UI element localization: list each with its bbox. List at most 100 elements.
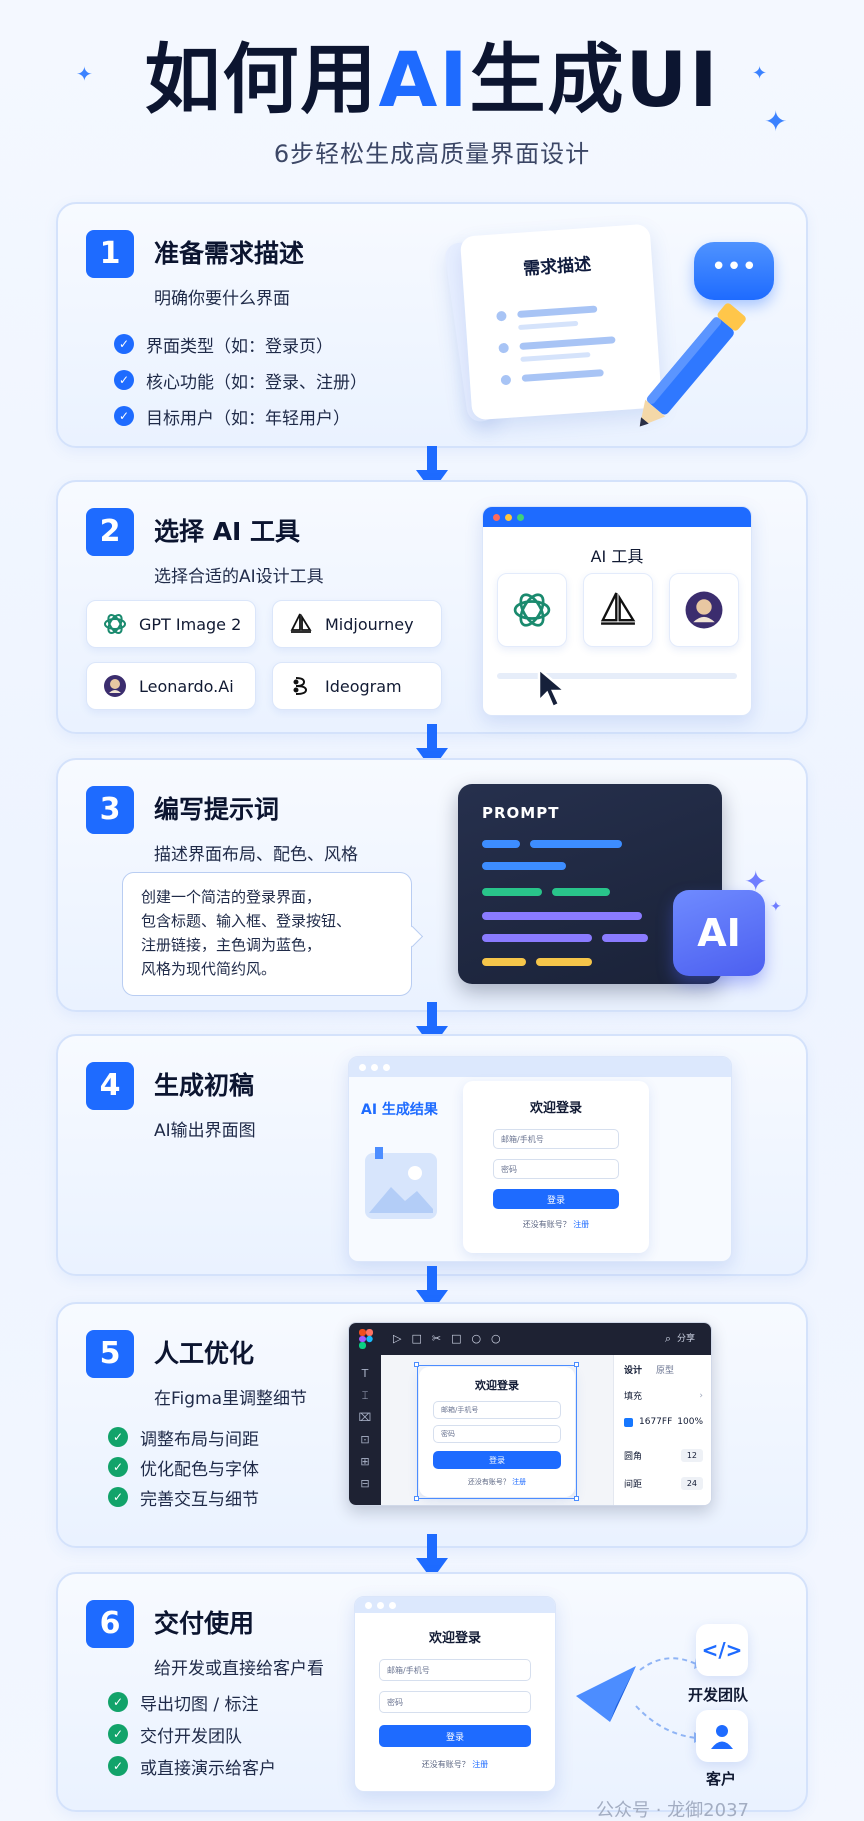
resize-handle[interactable] [574,1496,579,1501]
resize-handle[interactable] [414,1496,419,1501]
login-title: 欢迎登录 [428,1631,481,1646]
prompt-line: 创建一个简洁的登录界面， [141,888,322,906]
login-button[interactable]: 登录 [433,1451,561,1469]
code-line [482,862,566,870]
tool-label: Ideogram [325,676,402,696]
tool-leonardo[interactable]: Leonardo.Ai [86,662,256,710]
figma-tools[interactable]: ▷□✂□○○ [393,1332,511,1345]
step-subtitle: 给开发或直接给客户看 [154,1659,324,1679]
code-line [536,958,592,966]
check-item: ✓界面类型（如：登录页） [114,326,367,362]
resize-handle[interactable] [574,1362,579,1367]
password-field[interactable]: 密码 [493,1159,619,1179]
email-field[interactable]: 邮箱/手机号 [493,1129,619,1149]
code-glyph: </> [701,1638,743,1662]
register-link[interactable]: 注册 [573,1220,590,1229]
tile-leonardo[interactable] [669,573,739,647]
selection-box[interactable] [417,1365,577,1499]
code-line [602,934,648,942]
color-swatch[interactable] [624,1417,633,1427]
check-label: 完善交互与细节 [140,1489,259,1510]
window-dot [365,1601,372,1609]
check-item: ✓调整布局与间距 [108,1422,259,1452]
figma-tool-icons[interactable]: T⌶⌧⊡⊞⊟ [358,1367,372,1490]
ai-badge-icon: AI [673,890,765,976]
login-button[interactable]: 登录 [379,1725,531,1747]
image-placeholder-icon [365,1147,437,1219]
color-row[interactable]: 1677FF 100% [624,1417,703,1427]
login-form-preview: 欢迎登录 邮箱/手机号 密码 登录 还没有账号？ 注册 [463,1081,649,1253]
check-list: ✓调整布局与间距 ✓优化配色与字体 ✓完善交互与细节 [108,1422,259,1512]
step-card-1: 1 准备需求描述 明确你要什么界面 ✓界面类型（如：登录页） ✓核心功能（如：登… [56,202,808,448]
code-icon: </> [696,1624,748,1676]
login-title: 欢迎登录 [529,1101,582,1116]
step-card-5: 5 人工优化 在Figma里调整细节 ✓调整布局与间距 ✓优化配色与字体 ✓完善… [56,1302,808,1548]
prompt-line: 注册链接，主色调为蓝色， [141,936,322,954]
step-subtitle: 选择合适的AI设计工具 [154,567,324,587]
figma-toolbar: ▷□✂□○○ ⌕ 分享 [349,1323,711,1355]
tile-openai[interactable] [497,573,567,647]
dev-team-label: 开发团队 [688,1686,749,1704]
result-label: AI 生成结果 [361,1102,438,1118]
fill-row: 填充› [624,1389,703,1403]
sparkle-icon: ✦ [76,62,93,86]
register-prompt: 还没有账号？ 注册 [355,1759,555,1770]
sparkle-icon: ✦ [770,899,782,915]
search-icon[interactable]: ⌕ [664,1332,671,1345]
password-field[interactable]: 密码 [379,1691,531,1713]
step-number: 6 [86,1600,134,1648]
register-question: 还没有账号？ [467,1478,510,1486]
gap-label: 间距 [624,1480,643,1490]
password-field[interactable]: 密码 [433,1425,561,1443]
tool-ideogram[interactable]: Ideogram [272,662,442,710]
progress-track [497,673,737,679]
check-icon: ✓ [108,1427,128,1447]
step-number: 3 [86,786,134,834]
ideogram-icon [287,672,315,700]
code-line [482,934,592,942]
page-subtitle: 6步轻松生成高质量界面设计 [273,140,591,168]
sparkle-icon: ✦ [752,63,768,84]
check-item: ✓交付开发团队 [108,1718,276,1750]
gap-input[interactable]: 24 [680,1477,703,1490]
email-field[interactable]: 邮箱/手机号 [379,1659,531,1681]
notepad-lines [496,305,616,385]
check-item: ✓或直接演示给客户 [108,1750,276,1782]
code-line [530,840,622,848]
check-label: 优化配色与字体 [140,1459,259,1480]
radius-input[interactable]: 12 [680,1449,703,1462]
page-title: 如何用AI生成UI [0,32,864,128]
leonardo-icon [101,672,129,700]
check-item: ✓目标用户（如：年轻用户） [114,398,367,434]
register-link[interactable]: 注册 [512,1478,527,1486]
step-card-3: 3 编写提示词 描述界面布局、配色、风格 创建一个简洁的登录界面， 包含标题、输… [56,758,808,1012]
check-list: ✓导出切图 / 标注 ✓交付开发团队 ✓或直接演示给客户 [108,1686,276,1782]
tile-midjourney[interactable] [583,573,653,647]
check-icon: ✓ [114,370,134,390]
title-part2: 生成UI [469,35,720,124]
tool-midjourney[interactable]: Midjourney [272,600,442,648]
check-label: 目标用户（如：年轻用户） [146,408,350,429]
tool-gpt-image[interactable]: GPT Image 2 [86,600,256,648]
figma-canvas[interactable]: 欢迎登录 邮箱/手机号 密码 登录 还没有账号？ 注册 [381,1355,613,1505]
gap-row: 间距 24 [624,1477,703,1490]
login-form-editing[interactable]: 欢迎登录 邮箱/手机号 密码 登录 还没有账号？ 注册 [419,1367,575,1497]
step-number: 2 [86,508,134,556]
code-line [482,958,526,966]
register-link[interactable]: 注册 [472,1760,489,1769]
email-field[interactable]: 邮箱/手机号 [433,1401,561,1419]
sailboat-icon [287,610,315,638]
step-subtitle: 在Figma里调整细节 [154,1389,308,1409]
tab-prototype[interactable]: 原型 [656,1366,675,1376]
login-button[interactable]: 登录 [493,1189,619,1209]
share-button[interactable]: 分享 [676,1334,695,1344]
chevron-right-icon[interactable]: › [699,1390,703,1401]
window-dot [389,1601,396,1609]
tab-design[interactable]: 设计 [624,1366,643,1376]
pencil-icon [639,303,746,427]
openai-icon [513,593,551,627]
resize-handle[interactable] [414,1362,419,1367]
register-prompt: 还没有账号？ 注册 [419,1477,575,1487]
